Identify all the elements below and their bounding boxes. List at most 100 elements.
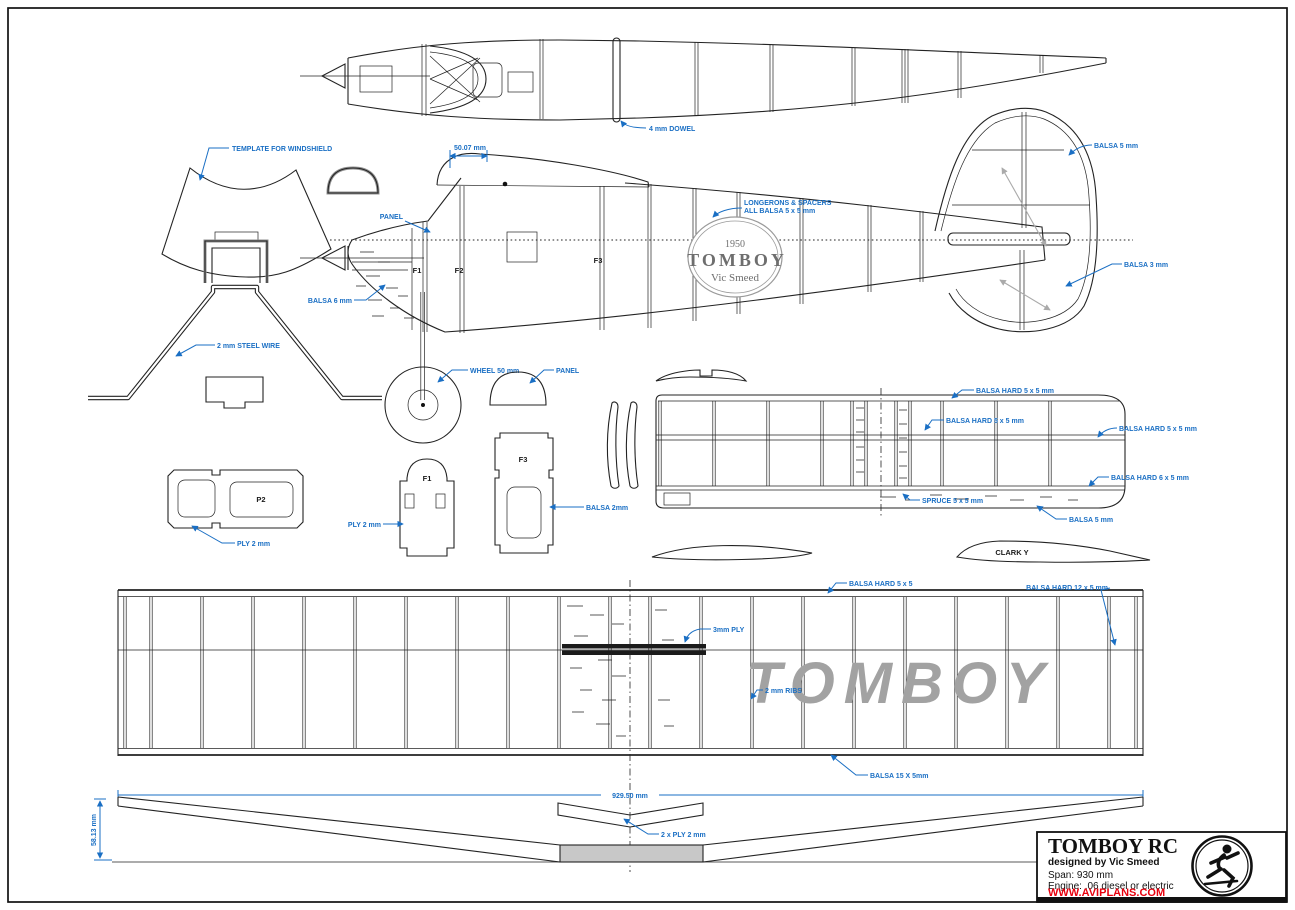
clark-y-airfoil: CLARK Y (955, 540, 1151, 563)
former-f3: F3 BALSA 2mm (494, 432, 628, 554)
oval-stamp: 1950 TOMBOY Vic Smeed (687, 216, 787, 298)
svg-text:BALSA HARD 5 x 5: BALSA HARD 5 x 5 (849, 581, 913, 588)
fuselage-side-view: 1950 TOMBOY Vic Smeed F1 F2 F3 PANEL LON… (300, 107, 1168, 400)
callout-tail-spar-bottom: BALSA HARD 6 x 5 mm (1088, 475, 1189, 487)
callout-tail-spar-top: BALSA HARD 5 x 5 mm (951, 388, 1054, 399)
wing-watermark: TOMBOY (746, 651, 1054, 716)
callout-tail-sheet: BALSA 5 mm (1036, 505, 1113, 524)
callout-tail-spar-right: BALSA HARD 5 x 5 mm (1097, 426, 1197, 438)
wing-front-view: 929.50 mm 2 x PLY 2 mm 58.13 mm (91, 790, 1144, 863)
callout-f1-ply: PLY 2 mm (348, 520, 404, 529)
svg-text:BALSA 6 mm: BALSA 6 mm (308, 298, 352, 305)
callout-tail-spar-mid: BALSA HARD 5 x 5 mm (924, 418, 1024, 431)
dihedral-brace (557, 802, 704, 828)
wing-side-section (436, 152, 650, 188)
label-f3: F3 (594, 256, 603, 265)
label-f2: F2 (455, 266, 464, 275)
svg-text:2 mm RIBS: 2 mm RIBS (765, 688, 802, 695)
svg-text:WHEEL 50 mm: WHEEL 50 mm (470, 368, 519, 375)
svg-text:BALSA HARD 5 x 5 mm: BALSA HARD 5 x 5 mm (946, 418, 1024, 425)
callout-nose-balsa: BALSA 6 mm (308, 284, 386, 305)
fin-rudder (934, 107, 1098, 333)
callout-panel-side: PANEL (380, 214, 431, 233)
plan-designer: designed by Vic Smeed (1048, 857, 1160, 868)
svg-text:3mm PLY: 3mm PLY (713, 627, 745, 634)
callout-f3-balsa: BALSA 2mm (549, 503, 628, 512)
span-dimension: 929.50 mm (117, 790, 1144, 800)
svg-text:BALSA 5 mm: BALSA 5 mm (1094, 143, 1138, 150)
wheel: WHEEL 50 mm (384, 366, 519, 444)
title-block: TOMBOY RC designed by Vic Smeed Span: 93… (1036, 831, 1287, 903)
tip-height-dimension: 58.13 mm (91, 798, 112, 861)
svg-text:BALSA HARD 5 x 5 mm: BALSA HARD 5 x 5 mm (1119, 426, 1197, 433)
stamp-name: TOMBOY (687, 250, 787, 270)
svg-text:ALL BALSA 5 x 5 mm: ALL BALSA 5 x 5 mm (744, 208, 815, 215)
plan-website: WWW.AVIPLANS.COM (1048, 887, 1165, 899)
fuselage-top-view: 4 mm DOWEL (300, 37, 1107, 133)
callout-windshield-template: TEMPLATE FOR WINDSHIELD (198, 146, 332, 181)
dimension-wing-saddle: 50.07 mm (449, 145, 488, 168)
svg-text:2 x PLY 2 mm: 2 x PLY 2 mm (661, 832, 706, 839)
wing-dowel (612, 37, 621, 123)
plan-engine: Engine: .06 diesel or electric (1048, 881, 1174, 892)
tailplane-plan: BALSA HARD 5 x 5 mm BALSA HARD 5 x 5 mm … (655, 388, 1197, 524)
svg-text:PLY 2 mm: PLY 2 mm (348, 522, 381, 529)
callout-longerons: LONGERONS & SPACERS ALL BALSA 5 x 5 mm (712, 200, 832, 218)
tip-laminations (606, 401, 639, 489)
svg-text:BALSA HARD 5 x 5 mm: BALSA HARD 5 x 5 mm (976, 388, 1054, 395)
callout-rudder-balsa: BALSA 3 mm (1065, 262, 1168, 287)
windshield-template: TEMPLATE FOR WINDSHIELD (161, 146, 332, 278)
stamp-designer: Vic Smeed (711, 272, 759, 284)
svg-text:TEMPLATE FOR WINDSHIELD: TEMPLATE FOR WINDSHIELD (232, 146, 332, 153)
label-former-f3: F3 (519, 455, 528, 464)
plan-span: Span: 930 mm (1048, 870, 1113, 881)
spinner-side (320, 245, 346, 271)
stamp-year: 1950 (725, 239, 745, 250)
callout-dowel-label: 4 mm DOWEL (649, 126, 696, 133)
svg-text:PANEL: PANEL (380, 214, 404, 221)
leading-edge-blank (651, 544, 813, 561)
grain-arrow-rudder (999, 279, 1051, 311)
svg-text:PLY 2 mm: PLY 2 mm (237, 541, 270, 548)
callout-p2-ply: PLY 2 mm (191, 525, 270, 548)
callout-wing-tip-spar: BALSA HARD 12 x 5 mm (1026, 585, 1117, 646)
spinner-top (320, 63, 346, 89)
callout-wheel: WHEEL 50 mm (437, 368, 519, 383)
svg-text:50.07 mm: 50.07 mm (454, 145, 486, 152)
svg-text:BALSA 5 mm: BALSA 5 mm (1069, 517, 1113, 524)
tailplane-section (947, 232, 1071, 246)
callout-steel-wire: 2 mm STEEL WIRE (175, 343, 280, 357)
callout-tail-spruce: SPRUCE 5 x 5 mm (902, 493, 983, 505)
label-airfoil: CLARK Y (995, 548, 1028, 557)
callout-wing-ply: 3mm PLY (683, 627, 745, 643)
svg-text:929.50 mm: 929.50 mm (612, 793, 648, 800)
elevator-template (655, 369, 748, 382)
callout-panel-mid: PANEL (529, 368, 580, 384)
svg-text:SPRUCE 5 x 5 mm: SPRUCE 5 x 5 mm (922, 498, 983, 505)
grain-arrow-fin (1001, 167, 1047, 247)
wing-center-sheeting (559, 844, 704, 863)
callout-wing-ribs: 2 mm RIBS (750, 688, 802, 700)
wing-plan: TOMBOY BALSA HARD 5 x 5 BALSA HARD 12 x … (117, 580, 1144, 872)
panel-dome-small (326, 166, 380, 195)
panel-dome: PANEL (489, 368, 580, 406)
svg-text:PANEL: PANEL (556, 368, 580, 375)
svg-text:BALSA HARD 12 x 5 mm: BALSA HARD 12 x 5 mm (1026, 585, 1108, 592)
callout-dihedral-brace: 2 x PLY 2 mm (623, 818, 706, 839)
svg-text:2 mm STEEL WIRE: 2 mm STEEL WIRE (217, 343, 280, 350)
tank-floor-part (205, 376, 264, 409)
aviplans-logo (1191, 835, 1253, 897)
svg-text:LONGERONS & SPACERS: LONGERONS & SPACERS (744, 200, 832, 207)
svg-text:BALSA 15 X 5mm: BALSA 15 X 5mm (870, 773, 928, 780)
undercarriage-wire: 2 mm STEEL WIRE (88, 284, 382, 401)
label-f1: F1 (413, 266, 422, 275)
ply-brace-top (562, 644, 706, 649)
spar-dot (502, 181, 508, 187)
runner-icon (1203, 844, 1240, 888)
title-block-bar (1037, 897, 1286, 903)
label-p2: P2 (256, 495, 265, 504)
former-f1: F1 PLY 2 mm (348, 458, 455, 557)
page-frame (7, 7, 1288, 903)
callout-wing-le-spar: BALSA HARD 5 x 5 (827, 581, 913, 594)
